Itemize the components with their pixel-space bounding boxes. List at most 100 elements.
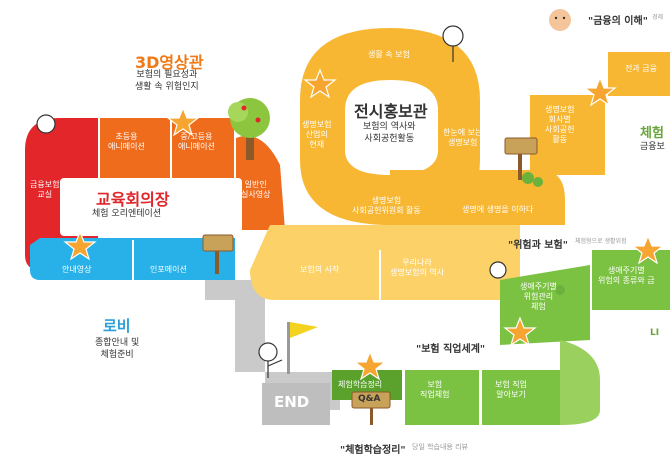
green-2-1: 생애주기별 [607, 266, 645, 275]
exhibition-sub: 보험의 역사와 사회공헌활동 [363, 122, 416, 145]
plant-icon [522, 172, 565, 295]
conference-panel [60, 178, 242, 236]
green-1-3: 체험 [531, 302, 546, 311]
green-zone-3 [482, 370, 560, 425]
ring-bottom-2: 사회공헌위원회 활동 [352, 206, 421, 215]
green-4: 보험 직업체험 [420, 380, 449, 400]
qa-label: Q&A [358, 394, 381, 404]
green-1-1: 생애주기별 [520, 282, 557, 291]
zone-blue-2: 인포메이션 [150, 265, 187, 274]
right-top-label: 전과 금융 [625, 64, 657, 73]
lobby-title: 로비 [103, 317, 131, 335]
end-track [262, 383, 330, 425]
exhibition-ring-inner [345, 80, 438, 175]
caption-summary-small: 당일 학습내용 리뷰 [412, 443, 468, 451]
signpost-icon [504, 137, 538, 180]
ring-left-1: 생명보험 [302, 120, 332, 129]
zone-orange-2: 중/고등용 애니메이션 [178, 132, 215, 152]
right-column-label: 생명보험 회사별 사회공헌 활동 [545, 105, 574, 145]
character-icon [442, 25, 464, 62]
right-column-4: 활동 [552, 135, 568, 144]
zone-orange-1-2: 애니메이션 [108, 142, 145, 151]
ring-bottom: 생명보험 사회공헌위원회 활동 [352, 196, 421, 216]
right-column-3: 사회공헌 [545, 125, 575, 134]
star-icon [503, 316, 537, 347]
lobby-sub-1: 종합안내 및 [95, 338, 140, 348]
lower-2: 우리나라 생명보험의 역사 [390, 258, 444, 278]
exhibition-sub-2: 사회공헌활동 [364, 133, 415, 144]
zone-orange-1: 초등용 애니메이션 [108, 132, 145, 152]
character-icon [549, 9, 571, 31]
theater3d-sub-1: 보험의 필요성과 [136, 70, 198, 80]
lower-2-1: 우리나라 [402, 258, 432, 267]
green-3: 보험 직업 알아보기 [495, 380, 527, 400]
character-icon [36, 114, 56, 134]
star-icon [353, 350, 387, 381]
caption-summary: "체험학습정리" [340, 445, 406, 456]
character-icon [489, 261, 507, 279]
star-icon [631, 234, 665, 265]
lower-track [250, 225, 520, 300]
zone-orange-1-1: 초등용 [115, 132, 138, 141]
conference-sub: 체험 오리엔테이션 [92, 209, 162, 219]
zone-orange-3-2: 실사영상 [241, 190, 271, 199]
green-zone-2 [592, 250, 670, 310]
orange-zone-1 [100, 118, 170, 178]
star-icons [63, 68, 665, 381]
ring-right: 한눈에 보는 생명보험 [443, 128, 482, 148]
zone-orange-2-2: 애니메이션 [178, 142, 215, 151]
ring-left-3: 현재 [309, 140, 325, 149]
flag-icon [287, 322, 318, 374]
start-path [205, 280, 340, 410]
green-4-2: 직업체험 [420, 390, 450, 399]
lobby-sub-2: 체험준비 [100, 349, 134, 360]
experience-sub: 금융보 [640, 142, 665, 152]
ring-left-2: 산업의 [305, 130, 328, 139]
caption-finance: "금융의 이해" [588, 16, 648, 27]
theater3d-sub: 보험의 필요성과 생활 속 위험인지 [135, 70, 199, 93]
theater3d-title: 3D영상관 [135, 53, 204, 72]
conference-title: 교육회의장 [96, 190, 170, 209]
green-5: 체험학습정리 [338, 380, 383, 389]
exhibition-tail [390, 170, 565, 225]
green-curve [560, 340, 600, 425]
lower-2-2: 생명보험의 역사 [390, 268, 445, 277]
zone-red-1: 금융보험 [30, 180, 60, 189]
side-small: LI [650, 328, 660, 338]
start-label: START [182, 345, 200, 403]
green-2: 생애주기별 위험의 종류와 금 [598, 266, 655, 286]
zone-orange-2-1: 중/고등용 [180, 132, 213, 141]
caption-job: "보험 직업세계" [416, 344, 486, 355]
lobby-sub: 종합안내 및 체험준비 [95, 338, 139, 361]
green-3-2: 알아보기 [496, 390, 526, 399]
caption-finance-small: 경제 [652, 14, 664, 21]
right-column [530, 95, 605, 175]
zone-blue-1: 안내영상 [62, 265, 92, 274]
right-column-1: 생명보험 [545, 105, 575, 114]
exhibition-sub-1: 보험의 역사와 [363, 122, 416, 132]
character-icon [258, 342, 283, 378]
signpost-icon [351, 391, 391, 425]
caption-risk: "위험과 보험" [508, 240, 568, 251]
zone-red: 금융보험 교실 [30, 180, 59, 200]
theater3d-sub-2: 생활 속 위험인지 [135, 81, 199, 92]
green-1: 생애주기별 위험관리 체험 [520, 282, 557, 312]
green-1-2: 위험관리 [523, 292, 554, 301]
zone-red-2: 교실 [37, 190, 53, 199]
ring-left: 생명보험 산업의 현재 [302, 120, 331, 150]
experience-title: 체험 [640, 126, 664, 141]
zone-orange-3: 일반인 실사영상 [241, 180, 270, 200]
ring-right-2: 생명보험 [447, 138, 478, 147]
tree-icon [228, 98, 270, 160]
star-icon [583, 76, 617, 107]
right-column-2: 회사별 [548, 115, 571, 124]
signpost-icon [202, 234, 234, 274]
star-icon [63, 230, 97, 261]
green-4-1: 보험 [427, 380, 443, 389]
zone-orange-3-1: 일반인 [244, 180, 267, 189]
green-3-1: 보험 직업 [495, 380, 527, 389]
ring-right-1: 한눈에 보는 [443, 128, 483, 137]
exhibition-title: 전시홍보관 [354, 102, 428, 121]
